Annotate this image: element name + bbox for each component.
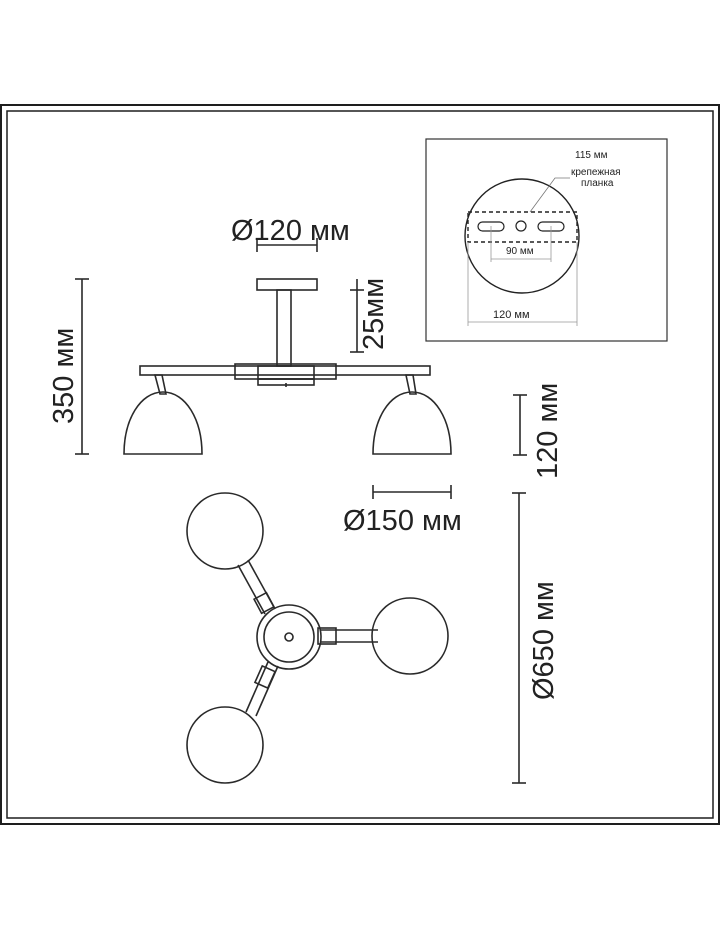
label-90: 90 мм [506, 246, 534, 257]
arm-right-collar [317, 627, 337, 645]
side-view [123, 278, 452, 455]
top-view [186, 492, 449, 784]
top-hub-center [284, 632, 294, 642]
shade-top-lower-left [186, 706, 264, 784]
shade-right [372, 391, 452, 455]
mounting-bracket [467, 211, 578, 243]
outer-frame [0, 104, 720, 825]
shade-right-holder [405, 374, 417, 395]
hub-inner [257, 365, 315, 380]
arm-lower-collar [253, 664, 277, 690]
label-rod-length: 25мм [358, 278, 390, 350]
label-total-height: 350 мм [48, 328, 80, 424]
arm-bar [139, 365, 431, 376]
shade-left [123, 391, 203, 455]
mounting-inset: 115 мм крепежная планка 90 мм 120 мм [425, 138, 668, 342]
label-shade-diameter: Ø150 мм [343, 505, 462, 537]
rod [276, 289, 292, 367]
label-shade-height: 120 мм [532, 383, 564, 479]
top-hub-inner [263, 611, 315, 663]
mounting-canopy-circle [464, 178, 580, 294]
dimension-lines [75, 238, 527, 784]
label-bracket-2: планка [581, 178, 614, 189]
bracket-center-hole [515, 220, 527, 232]
label-overall-diameter: Ø650 мм [528, 581, 560, 700]
label-canopy-diameter: Ø120 мм [231, 215, 350, 247]
label-115: 115 мм [575, 150, 608, 161]
shade-top-right [371, 597, 449, 675]
label-120-plate: 120 мм [493, 309, 530, 321]
arm-upper-collar [252, 591, 276, 615]
bracket-label-leader [529, 177, 570, 213]
shade-top-upper-left [186, 492, 264, 570]
shade-left-holder [153, 374, 167, 395]
canopy [256, 278, 318, 291]
inner-frame [6, 110, 714, 819]
arm-upper-1 [237, 564, 266, 615]
top-hub-outer [256, 604, 322, 670]
inset-frame [425, 138, 668, 342]
label-bracket-1: крепежная [571, 167, 621, 178]
arm-lower-1 [245, 661, 269, 713]
